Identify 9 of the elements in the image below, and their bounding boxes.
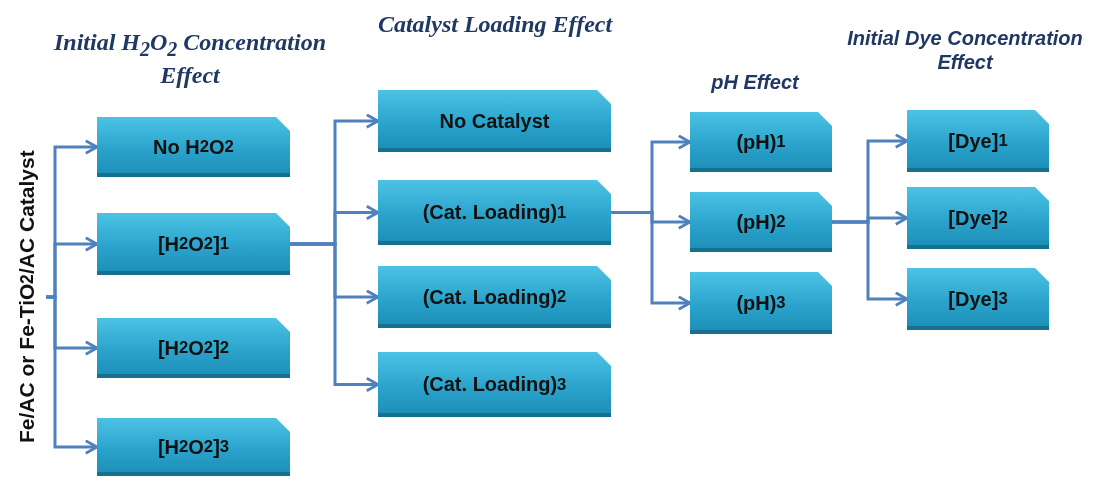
arrow	[46, 295, 99, 455]
column-heading: Initial H$_{2}$O$_{2}$ Concentration Effect	[52, 28, 328, 90]
arrow	[290, 242, 380, 393]
column-heading: Catalyst Loading Effect	[376, 10, 614, 39]
arrow	[832, 220, 909, 307]
process-box: No Catalyst	[378, 90, 611, 152]
arrow	[611, 211, 692, 311]
column-heading: Initial Dye Concentration Effect	[846, 26, 1084, 74]
column-heading: pH Effect	[710, 70, 801, 94]
